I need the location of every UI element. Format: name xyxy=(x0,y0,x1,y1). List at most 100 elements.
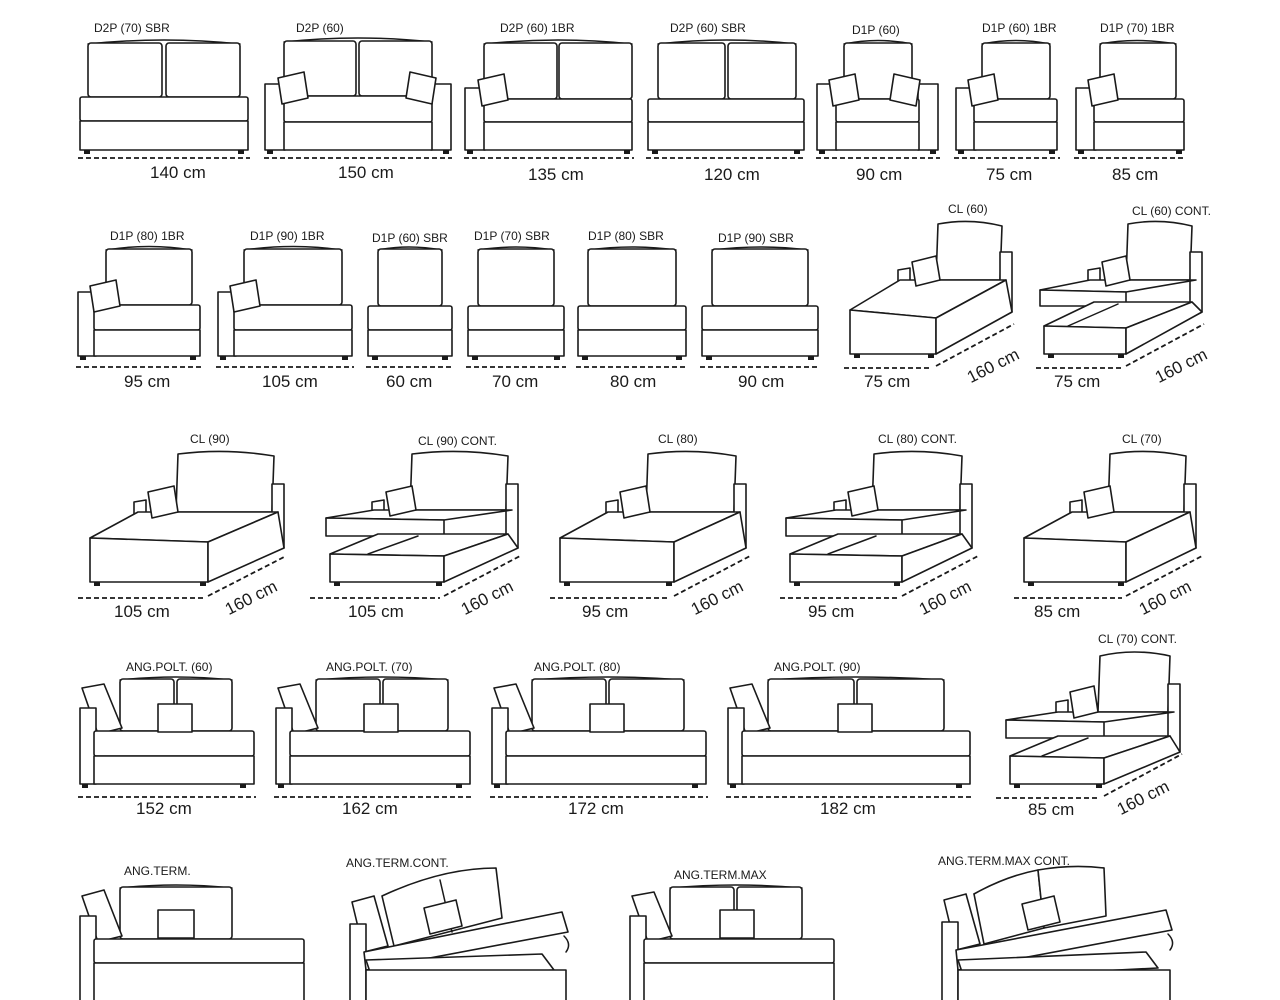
module-code: ANG.POLT. (70) xyxy=(326,660,413,674)
sofa-drawing xyxy=(264,37,452,159)
module-r2-2: CL (80) 95 cm 160 cm xyxy=(548,430,754,624)
module-r3-0: ANG.POLT. (60) 152 cm xyxy=(74,656,260,826)
module-code: ANG.POLT. (90) xyxy=(774,660,861,674)
chaise-drawing xyxy=(844,220,1015,369)
module-width: 85 cm xyxy=(1112,165,1159,184)
module-width: 75 cm xyxy=(1054,372,1101,391)
chaise-drawing xyxy=(550,450,751,599)
module-width: 140 cm xyxy=(150,163,206,182)
sofa-drawing xyxy=(816,39,940,159)
module-r0-2: D2P (60) 1BR 135 cm xyxy=(462,18,640,188)
angle-drawing xyxy=(274,676,472,798)
module-r3-1: ANG.POLT. (70) 162 cm xyxy=(270,656,476,826)
module-code: CL (80) CONT. xyxy=(878,432,957,446)
chaise-drawing xyxy=(78,450,287,599)
module-r1-7: CL (60) CONT. 75 cm 160 cm xyxy=(1032,200,1222,400)
module-code: CL (90) xyxy=(190,432,230,446)
module-code: D1P (90) 1BR xyxy=(250,229,325,243)
chaise-storage-drawing xyxy=(310,450,521,599)
module-r1-6: CL (60) 75 cm 160 cm xyxy=(840,200,1030,400)
chaise-storage-drawing xyxy=(996,651,1183,799)
module-r3-3: ANG.POLT. (90) 182 cm xyxy=(722,656,978,826)
sofa-drawing xyxy=(76,245,202,368)
module-width: 85 cm xyxy=(1028,800,1075,819)
module-code: D1P (70) 1BR xyxy=(1100,21,1175,35)
module-width: 120 cm xyxy=(704,165,760,184)
module-r3-2: ANG.POLT. (80) 172 cm xyxy=(486,656,712,826)
sofa-drawing xyxy=(216,245,354,368)
module-r2-4: CL (70) 85 cm 160 cm xyxy=(1012,430,1208,624)
module-width: 172 cm xyxy=(568,799,624,818)
module-width: 85 cm xyxy=(1034,602,1081,621)
module-r4-0: ANG.TERM. xyxy=(74,860,310,1000)
module-width: 75 cm xyxy=(864,372,911,391)
module-code: D2P (70) SBR xyxy=(94,21,170,35)
module-r1-0: D1P (80) 1BR 95 cm xyxy=(74,226,206,396)
module-code: ANG.TERM. xyxy=(124,864,191,878)
module-r0-3: D2P (60) SBR 120 cm xyxy=(644,18,810,188)
module-r2-3: CL (80) CONT. 95 cm 160 cm xyxy=(778,430,984,624)
terminal-storage-drawing xyxy=(941,865,1174,1000)
module-r3-4: CL (70) CONT. 85 cm 160 cm xyxy=(992,632,1202,832)
module-code: D1P (60) 1BR xyxy=(982,21,1057,35)
angle-drawing xyxy=(78,676,256,798)
angle-drawing xyxy=(490,676,708,798)
module-width: 90 cm xyxy=(856,165,903,184)
module-code: CL (60) CONT. xyxy=(1132,204,1211,218)
module-width: 75 cm xyxy=(986,165,1033,184)
module-r0-5: D1P (60) 1BR 75 cm xyxy=(952,18,1066,188)
terminal-drawing xyxy=(79,884,305,1000)
module-code: D1P (90) SBR xyxy=(718,231,794,245)
sofa-drawing xyxy=(646,39,806,159)
module-r4-3: ANG.TERM.MAX CONT. xyxy=(934,846,1196,1000)
module-width: 95 cm xyxy=(124,372,171,391)
module-r0-1: D2P (60) 150 cm xyxy=(262,18,456,188)
module-code: ANG.POLT. (80) xyxy=(534,660,621,674)
module-code: ANG.TERM.MAX CONT. xyxy=(938,854,1071,868)
module-width: 95 cm xyxy=(582,602,629,621)
module-code: D1P (60) SBR xyxy=(372,231,448,245)
sofa-drawing xyxy=(700,246,820,368)
angle-drawing xyxy=(726,676,972,798)
module-code: ANG.TERM.CONT. xyxy=(346,856,449,870)
module-width: 70 cm xyxy=(492,372,539,391)
module-r2-0: CL (90) 105 cm 160 cm xyxy=(76,430,290,624)
module-code: D1P (70) SBR xyxy=(474,229,550,243)
module-r0-6: D1P (70) 1BR 85 cm xyxy=(1072,18,1190,188)
module-r0-0: D2P (70) SBR 140 cm xyxy=(74,18,258,188)
terminal-drawing xyxy=(629,884,835,1000)
terminal-storage-drawing xyxy=(349,867,570,1000)
chaise-storage-drawing xyxy=(1036,220,1205,369)
module-width: 105 cm xyxy=(348,602,404,621)
module-code: D1P (60) xyxy=(852,23,900,37)
module-r1-4: D1P (80) SBR 80 cm xyxy=(574,226,694,396)
module-r0-4: D1P (60) 90 cm xyxy=(814,18,946,188)
module-width: 150 cm xyxy=(338,163,394,182)
module-width: 182 cm xyxy=(820,799,876,818)
module-code: D2P (60) 1BR xyxy=(500,21,575,35)
module-r1-5: D1P (90) SBR 90 cm xyxy=(698,226,826,396)
module-width: 60 cm xyxy=(386,372,433,391)
sofa-drawing xyxy=(464,39,634,159)
module-r2-1: CL (90) CONT. 105 cm 160 cm xyxy=(308,430,524,624)
module-r1-3: D1P (70) SBR 70 cm xyxy=(462,226,570,396)
sofa-drawing xyxy=(466,246,566,368)
module-code: CL (60) xyxy=(948,202,988,216)
module-code: ANG.POLT. (60) xyxy=(126,660,213,674)
sofa-drawing xyxy=(1074,39,1186,159)
module-width: 162 cm xyxy=(342,799,398,818)
sofa-drawing xyxy=(78,39,250,159)
chaise-storage-drawing xyxy=(780,450,979,599)
module-width: 152 cm xyxy=(136,799,192,818)
module-width: 95 cm xyxy=(808,602,855,621)
module-code: CL (70) CONT. xyxy=(1098,632,1177,646)
module-code: D2P (60) SBR xyxy=(670,21,746,35)
module-code: CL (70) xyxy=(1122,432,1162,446)
module-width: 135 cm xyxy=(528,165,584,184)
module-code: CL (80) xyxy=(658,432,698,446)
module-code: D1P (80) SBR xyxy=(588,229,664,243)
module-width: 90 cm xyxy=(738,372,785,391)
module-code: ANG.TERM.MAX xyxy=(674,868,767,882)
module-code: CL (90) CONT. xyxy=(418,434,497,448)
